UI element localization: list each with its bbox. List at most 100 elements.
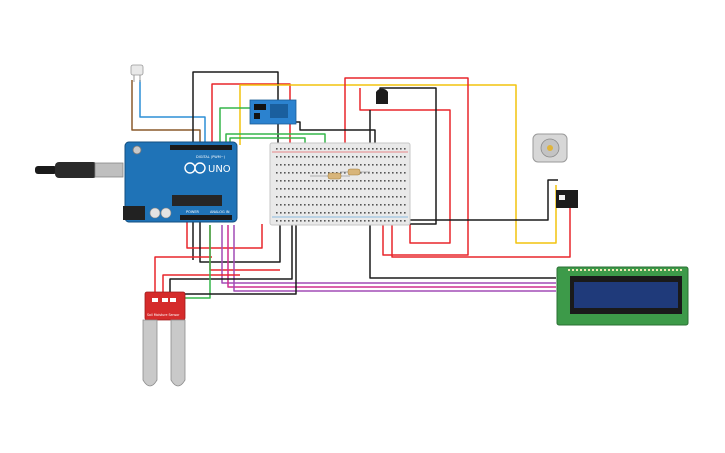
- wire-blue-ir[interactable]: [139, 80, 206, 145]
- wire-green-sensor[interactable]: [183, 225, 211, 299]
- breadboard-hole: [372, 196, 374, 198]
- breadboard-hole: [284, 212, 286, 214]
- breadboard-hole: [312, 164, 314, 166]
- wire-yellow-motor[interactable]: [239, 84, 557, 244]
- breadboard-hole: [324, 180, 326, 182]
- wire-magenta-lcd-2[interactable]: [227, 225, 556, 288]
- breadboard-hole: [324, 204, 326, 206]
- wire-purple-lcd-1[interactable]: [221, 225, 556, 284]
- wire-brown-ir[interactable]: [131, 80, 201, 145]
- arduino-uno-board[interactable]: UNO DIGITAL (PWM~) POWER ANALOG IN: [123, 141, 238, 223]
- resistor-2[interactable]: [340, 168, 370, 176]
- wire-green-esp[interactable]: [219, 107, 250, 145]
- wire-black-relay[interactable]: [375, 179, 558, 221]
- breadboard-hole: [276, 180, 278, 182]
- breadboard-hole: [360, 156, 362, 158]
- wire-black-sensor-2[interactable]: [183, 224, 297, 295]
- breadboard-hole: [320, 172, 322, 174]
- breadboard-hole: [296, 172, 298, 174]
- breadboard-hole: [380, 164, 382, 166]
- breadboard-hole: [372, 180, 374, 182]
- lcd-display[interactable]: [556, 266, 689, 326]
- breadboard[interactable]: [269, 142, 411, 226]
- wire-red-bottom[interactable]: [186, 220, 263, 249]
- breadboard-hole: [356, 212, 358, 214]
- wire-red-right-2[interactable]: [359, 88, 451, 244]
- breadboard-hole: [296, 212, 298, 214]
- wire-red-right-1[interactable]: [344, 77, 469, 256]
- breadboard-hole: [320, 156, 322, 158]
- breadboard-hole: [372, 188, 374, 190]
- soil-moisture-sensor[interactable]: Soil Moisture Sensor: [142, 291, 186, 387]
- breadboard-hole: [352, 156, 354, 158]
- wire-red-sensor[interactable]: [154, 256, 212, 292]
- breadboard-hole: [316, 188, 318, 190]
- breadboard-hole: [344, 148, 346, 150]
- breadboard-hole: [364, 196, 366, 198]
- breadboard-hole: [348, 196, 350, 198]
- breadboard-hole: [312, 180, 314, 182]
- breadboard-hole: [348, 148, 350, 150]
- breadboard-hole: [380, 204, 382, 206]
- breadboard-hole: [388, 156, 390, 158]
- breadboard-hole: [348, 180, 350, 182]
- wifi-module[interactable]: [249, 99, 297, 125]
- wire-red-sensor-2[interactable]: [162, 274, 240, 292]
- breadboard-hole: [356, 204, 358, 206]
- breadboard-hole: [284, 172, 286, 174]
- breadboard-hole: [284, 156, 286, 158]
- resistor-1[interactable]: [310, 172, 350, 180]
- breadboard-hole: [328, 212, 330, 214]
- breadboard-hole: [360, 204, 362, 206]
- dc-motor[interactable]: [532, 133, 568, 163]
- breadboard-hole: [368, 220, 370, 222]
- breadboard-hole: [404, 164, 406, 166]
- wire-purple-lcd-3[interactable]: [233, 225, 556, 292]
- breadboard-hole: [400, 220, 402, 222]
- breadboard-hole: [368, 156, 370, 158]
- breadboard-hole: [332, 156, 334, 158]
- breadboard-hole: [376, 180, 378, 182]
- breadboard-hole: [368, 164, 370, 166]
- breadboard-hole: [300, 204, 302, 206]
- breadboard-hole: [376, 172, 378, 174]
- breadboard-hole: [376, 156, 378, 158]
- breadboard-hole: [276, 172, 278, 174]
- breadboard-hole: [372, 172, 374, 174]
- breadboard-hole: [348, 188, 350, 190]
- breadboard-hole: [388, 180, 390, 182]
- ir-sensor[interactable]: [130, 64, 144, 82]
- breadboard-hole: [292, 212, 294, 214]
- breadboard-hole: [276, 188, 278, 190]
- breadboard-hole: [380, 196, 382, 198]
- breadboard-hole: [344, 156, 346, 158]
- breadboard-hole: [304, 148, 306, 150]
- breadboard-hole: [312, 212, 314, 214]
- breadboard-hole: [308, 196, 310, 198]
- breadboard-hole: [296, 220, 298, 222]
- breadboard-hole: [280, 196, 282, 198]
- breadboard-hole: [312, 156, 314, 158]
- breadboard-hole: [292, 196, 294, 198]
- breadboard-hole: [288, 180, 290, 182]
- breadboard-hole: [356, 164, 358, 166]
- breadboard-hole: [388, 188, 390, 190]
- breadboard-hole: [296, 204, 298, 206]
- lcd-pin: [580, 269, 582, 271]
- wire-black-sensor[interactable]: [169, 224, 293, 292]
- breadboard-hole: [328, 188, 330, 190]
- breadboard-hole: [320, 148, 322, 150]
- wire-black-bottom[interactable]: [199, 220, 281, 263]
- breadboard-hole: [360, 196, 362, 198]
- breadboard-hole: [300, 172, 302, 174]
- breadboard-hole: [308, 156, 310, 158]
- relay-module[interactable]: [556, 190, 578, 208]
- temperature-sensor[interactable]: [376, 88, 388, 104]
- lcd-pin: [604, 269, 606, 271]
- breadboard-hole: [288, 148, 290, 150]
- breadboard-hole: [316, 172, 318, 174]
- wire-red-relay[interactable]: [391, 205, 571, 258]
- analog-label: ANALOG IN: [210, 210, 230, 214]
- breadboard-hole: [352, 180, 354, 182]
- breadboard-hole: [336, 156, 338, 158]
